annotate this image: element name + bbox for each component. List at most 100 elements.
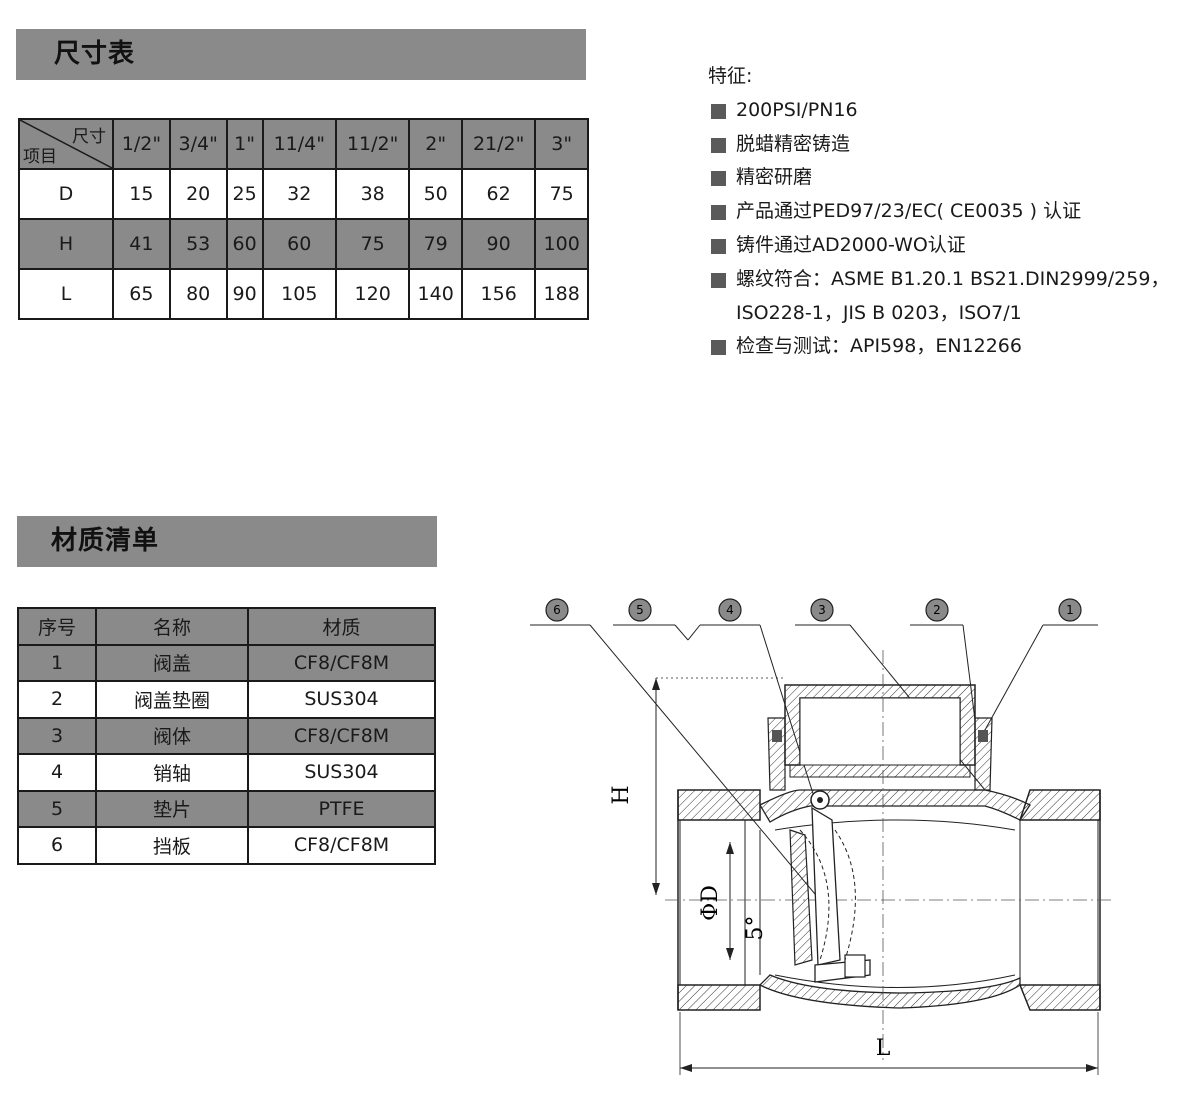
size-header: 3/4" [168, 118, 228, 170]
table-row: 4 销轴 SUS304 [17, 753, 436, 792]
table-cell: 120 [334, 268, 411, 320]
feature-item-continuation: ISO228-1，JIS B 0203，ISO7/1 [736, 301, 1022, 324]
table-cell: 105 [261, 268, 337, 320]
valve-bonnet [767, 684, 993, 791]
table-cell: 15 [112, 168, 171, 220]
table-cell: 90 [225, 268, 264, 320]
table-cell: 62 [460, 168, 537, 220]
table-cell: 41 [112, 218, 171, 270]
svg-text:L: L [876, 1036, 891, 1061]
table-cell: 90 [460, 218, 537, 270]
table-cell: 4 [17, 753, 97, 792]
bullet-square-icon [711, 272, 726, 288]
table-row: 1 阀盖 CF8/CF8M [17, 643, 436, 682]
table-row: 6 挡板 CF8/CF8M [17, 826, 436, 865]
materials-table-title: 材质清单 [17, 516, 437, 567]
bullet-square-icon [711, 103, 726, 119]
column-header: 材质 [247, 607, 436, 646]
table-cell: 156 [460, 268, 537, 320]
table-cell: SUS304 [247, 753, 436, 792]
svg-text:2: 2 [933, 603, 941, 617]
table-cell: CF8/CF8M [247, 643, 436, 682]
callout-6: 6 [530, 598, 821, 901]
dimension-table-title: 尺寸表 [16, 29, 586, 80]
table-cell: 5 [17, 789, 97, 828]
size-header: 11/4" [261, 118, 337, 170]
table-cell: 100 [534, 218, 589, 270]
feature-item: 200PSI/PN16 [708, 94, 1169, 128]
row-label: H [18, 218, 114, 270]
table-cell: 60 [261, 218, 337, 270]
corner-item-label: 项目 [23, 147, 57, 167]
bullet-square-icon [711, 340, 726, 356]
table-cell: 阀盖 [95, 643, 249, 682]
angle-dimension: 5° [743, 916, 768, 941]
table-cell: 销轴 [95, 753, 249, 792]
dimension-table: 尺寸 项目 1/2" 3/4" 1" 11/4" 11/2" 2" 21/2" … [18, 118, 589, 320]
table-cell: 6 [17, 826, 97, 865]
dimension-row-d: D 15 20 25 32 38 50 62 75 [18, 168, 589, 220]
valve-section-drawing: 6 5 4 3 2 [530, 598, 1115, 1075]
feature-item: 产品通过PED97/23/EC( CE0035 ) 认证 [708, 195, 1169, 229]
feature-item: 螺纹符合：ASME B1.20.1 BS21.DIN2999/259， [708, 263, 1169, 297]
feature-item: 铸件通过AD2000-WO认证 [708, 229, 1169, 263]
column-header: 序号 [17, 607, 97, 646]
svg-text:4: 4 [726, 603, 734, 617]
svg-text:6: 6 [553, 603, 561, 617]
table-cell: 阀体 [95, 716, 249, 755]
feature-item: 脱蜡精密铸造 [708, 128, 1169, 162]
size-header: 2" [408, 118, 463, 170]
table-cell: 25 [225, 168, 264, 220]
feature-item: 检查与测试：API598，EN12266 [708, 330, 1169, 364]
table-row: 5 垫片 PTFE [17, 789, 436, 828]
callout-1: 1 [984, 598, 1098, 731]
size-header: 1/2" [112, 118, 171, 170]
table-cell: 188 [534, 268, 589, 320]
materials-table: 序号 名称 材质 1 阀盖 CF8/CF8M 2 阀盖垫圈 SUS304 3 阀… [17, 607, 436, 865]
table-cell: 32 [261, 168, 337, 220]
table-cell: 65 [112, 268, 171, 320]
table-row: 3 阀体 CF8/CF8M [17, 716, 436, 755]
table-cell: SUS304 [247, 680, 436, 719]
table-cell: 阀盖垫圈 [95, 680, 249, 719]
length-dimension: L [679, 1012, 1099, 1075]
table-cell: 3 [17, 716, 97, 755]
bullet-square-icon [711, 137, 726, 153]
svg-text:1: 1 [1066, 603, 1074, 617]
row-label: D [18, 168, 114, 220]
table-cell: 75 [534, 168, 589, 220]
dimension-corner-cell: 尺寸 项目 [18, 118, 114, 170]
corner-size-label: 尺寸 [72, 127, 106, 147]
size-header: 3" [534, 118, 589, 170]
column-header: 名称 [95, 607, 249, 646]
dimension-row-h: H 41 53 60 60 75 79 90 100 [18, 218, 589, 270]
feature-item: 精密研磨 [708, 161, 1169, 195]
svg-text:5°: 5° [743, 916, 768, 941]
table-cell: CF8/CF8M [247, 716, 436, 755]
svg-text:3: 3 [818, 603, 826, 617]
table-cell: 60 [225, 218, 264, 270]
height-dimension: H [609, 677, 785, 895]
features-title: 特征: [708, 65, 753, 87]
table-cell: 79 [408, 218, 463, 270]
callout-5: 5 [613, 598, 689, 641]
svg-text:ΦD: ΦD [698, 885, 723, 921]
center-lines [665, 650, 1115, 1060]
svg-text:H: H [609, 785, 634, 804]
table-cell: 50 [408, 168, 463, 220]
bullet-square-icon [711, 238, 726, 254]
size-header: 21/2" [460, 118, 537, 170]
table-cell: 挡板 [95, 826, 249, 865]
table-cell: 垫片 [95, 789, 249, 828]
table-cell: 80 [168, 268, 228, 320]
row-label: L [18, 268, 114, 320]
features-list: 特征: 200PSI/PN16 脱蜡精密铸造 精密研磨 产品通过PED97/23… [708, 60, 1169, 364]
table-cell: 53 [168, 218, 228, 270]
corner-diagonal [20, 120, 112, 168]
size-header: 1" [225, 118, 264, 170]
size-header: 11/2" [334, 118, 411, 170]
table-row: 2 阀盖垫圈 SUS304 [17, 680, 436, 719]
table-cell: 2 [17, 680, 97, 719]
dimension-header-row: 尺寸 项目 1/2" 3/4" 1" 11/4" 11/2" 2" 21/2" … [18, 118, 589, 170]
table-cell: 38 [334, 168, 411, 220]
